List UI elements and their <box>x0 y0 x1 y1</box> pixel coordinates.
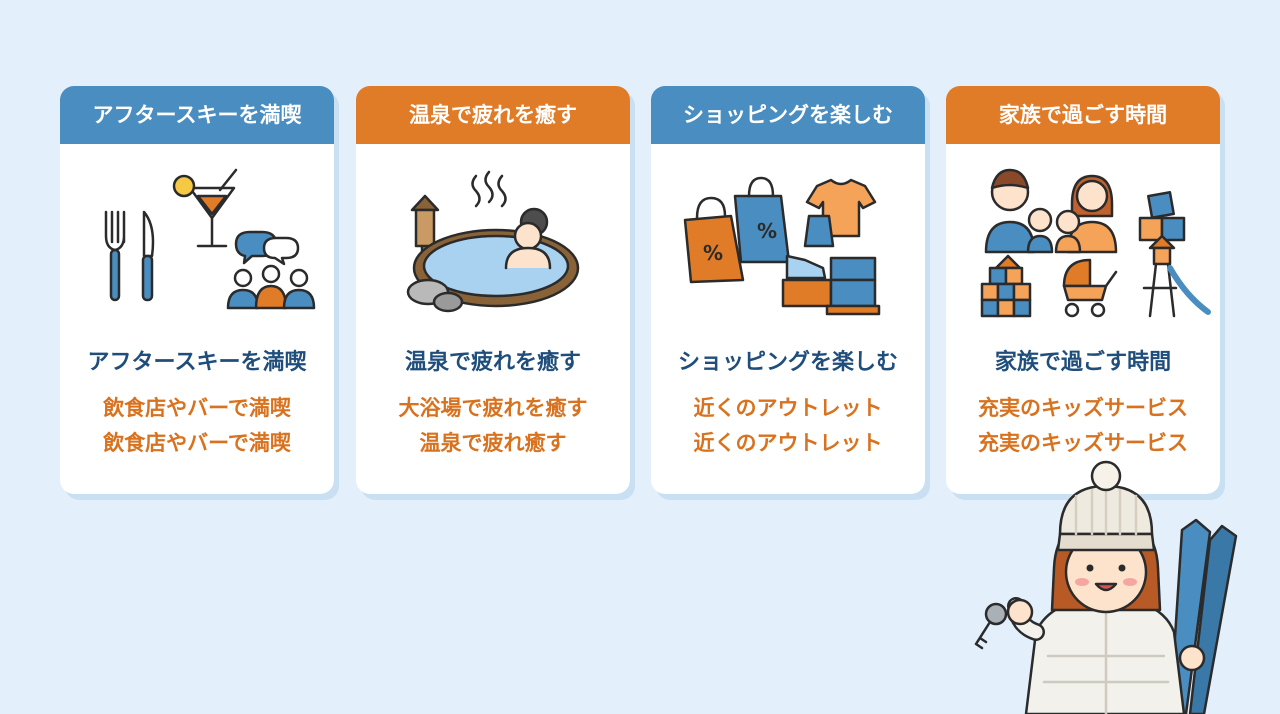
card-family: 家族で過ごす時間 <box>946 86 1220 494</box>
card-detail-line-2: 飲食店やバーで満喫 <box>103 431 291 455</box>
card-detail-line-2: 温泉で疲れ癒す <box>419 431 567 455</box>
card-title: アフタースキーを満喫 <box>87 350 307 375</box>
card-title: 温泉で疲れを癒す <box>404 350 581 375</box>
shopping-bags-icon: % % <box>651 156 925 338</box>
card-detail-line-1: 大浴場で疲れを癒す <box>398 396 588 420</box>
dining-drinks-icon <box>60 156 334 338</box>
svg-text:%: % <box>757 219 777 243</box>
card-detail-line-1: 充実のキッズサービス <box>978 396 1188 420</box>
svg-text:%: % <box>703 241 723 265</box>
skier-girl-mascot <box>960 460 1260 714</box>
card-header: ショッピングを楽しむ <box>651 86 925 144</box>
card-shopping: ショッピングを楽しむ % % <box>651 86 925 494</box>
card-title: ショッピングを楽しむ <box>677 350 898 375</box>
card-detail-line-2: 充実のキッズサービス <box>978 431 1188 455</box>
card-header: アフタースキーを満喫 <box>60 86 334 144</box>
card-header: 家族で過ごす時間 <box>946 86 1220 144</box>
card-after-ski: アフタースキーを満喫 <box>60 86 334 494</box>
card-header: 温泉で疲れを癒す <box>356 86 630 144</box>
card-detail-line-1: 飲食店やバーで満喫 <box>103 396 291 420</box>
card-detail-line-2: 近くのアウトレット <box>693 431 883 455</box>
family-icon <box>946 156 1220 338</box>
card-hot-spring: 温泉で疲れを癒す <box>356 86 630 494</box>
hot-spring-icon <box>356 156 630 338</box>
card-detail-line-1: 近くのアウトレット <box>693 396 883 420</box>
card-title: 家族で過ごす時間 <box>994 350 1172 375</box>
